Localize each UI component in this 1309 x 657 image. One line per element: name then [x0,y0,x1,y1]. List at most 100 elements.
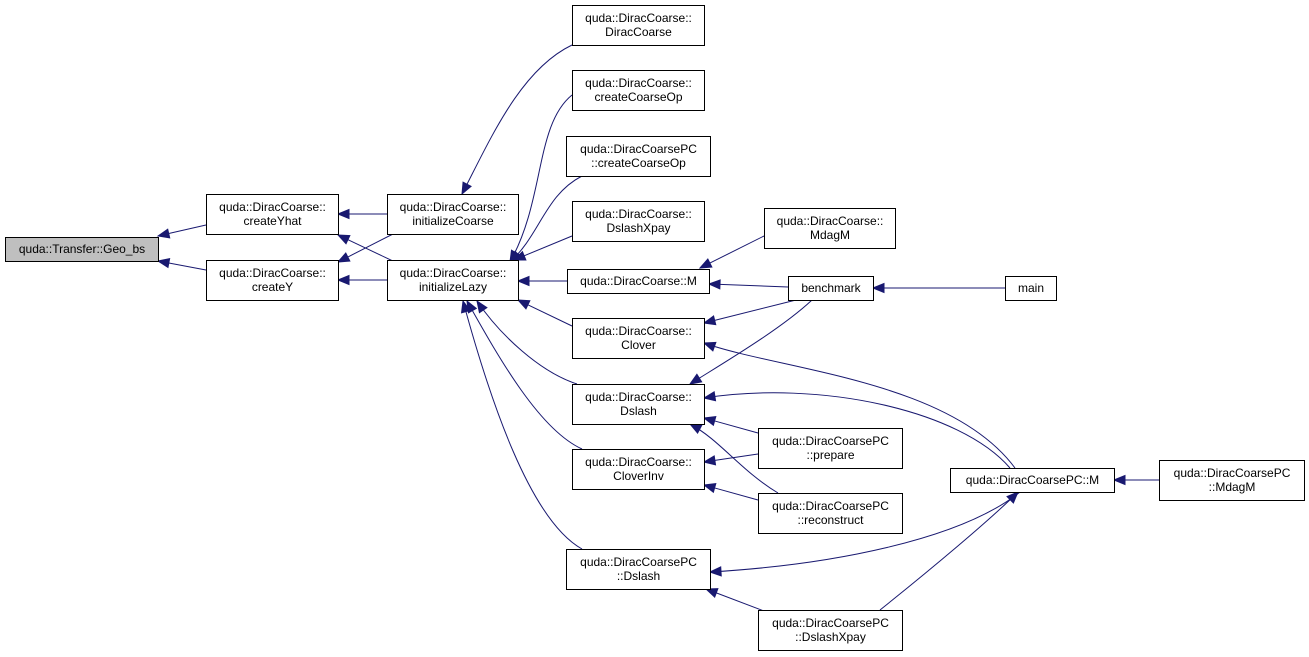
edge-initializeCoarse-to-createY [336,232,396,263]
edge-arrowhead [336,252,351,263]
edge-arrowhead [688,373,703,385]
node-label: quda::DiracCoarsePC [580,555,697,569]
node-dcpc_createCoarseOp[interactable]: quda::DiracCoarsePC::createCoarseOp [566,136,711,177]
node-dcpc_prepare[interactable]: quda::DiracCoarsePC::prepare [758,428,903,469]
edge-arrowhead [698,258,713,269]
node-box [572,449,705,490]
node-label: main [1018,281,1044,295]
edge-dc_MdagM-to-dc_M [698,235,765,269]
edge-line [689,299,813,385]
edge-dc_ctor-to-initializeCoarse [461,44,573,196]
edge-line [347,239,396,263]
edge-dc_CloverInv-to-initializeLazy [466,299,583,450]
edge-dc_M-to-initializeLazy [516,275,567,287]
node-box [206,260,339,301]
nodes-layer: quda::Transfer::Geo_bsquda::DiracCoarse:… [5,5,1305,651]
node-main[interactable]: main [1005,276,1057,301]
node-box [387,194,519,235]
edge-arrowhead [702,341,717,352]
edge-line [168,224,207,235]
edge-arrowhead [708,566,722,577]
node-label: ::MdagM [1209,480,1256,494]
node-label: Clover [621,338,656,352]
node-box [950,468,1115,493]
edge-line [703,342,1016,469]
edge-line [714,487,759,501]
node-box [567,269,710,294]
edge-line [527,304,573,327]
node-box [566,549,711,590]
edge-line [703,392,1011,469]
node-dc_Dslash[interactable]: quda::DiracCoarse::Dslash [572,384,705,425]
node-benchmark[interactable]: benchmark [788,276,874,301]
node-label: DiracCoarse [605,25,672,39]
edge-dc_Dslash-to-initializeLazy [476,299,578,385]
edge-dcpc_M-to-dc_Clover [702,341,1016,469]
edge-dcpc_reconstruct-to-dc_CloverInv [702,483,759,501]
node-label: quda::Transfer::Geo_bs [19,242,145,256]
node-label: initializeCoarse [412,214,494,228]
node-label: quda::DiracCoarse:: [585,390,692,404]
node-dcpc_DslashXpay[interactable]: quda::DiracCoarsePC::DslashXpay [758,610,903,651]
edge-arrowhead [707,279,721,290]
edge-initializeLazy-to-createYhat [336,234,396,263]
edge-dc_createCoarseOp-to-initializeLazy [509,94,573,264]
node-dc_DslashXpay[interactable]: quda::DiracCoarse::DslashXpay [572,201,705,242]
node-label: quda::DiracCoarse:: [400,266,507,280]
edge-line [476,300,578,385]
node-geo_bs[interactable]: quda::Transfer::Geo_bs [5,237,159,262]
node-label: DslashXpay [606,221,670,235]
node-label: quda::DiracCoarsePC [772,499,889,513]
node-label: MdagM [810,228,850,242]
node-label: ::DslashXpay [795,630,866,644]
node-dcpc_reconstruct[interactable]: quda::DiracCoarsePC::reconstruct [758,493,903,534]
node-label: quda::DiracCoarse:: [585,11,692,25]
node-box [1159,460,1305,501]
edge-dc_DslashXpay-to-initializeLazy [512,235,573,261]
edge-benchmark-to-dc_Dslash [688,299,813,385]
node-dcpc_M[interactable]: quda::DiracCoarsePC::M [950,468,1115,493]
edge-initializeLazy-to-createY [336,274,387,286]
edge-arrowhead [512,250,527,261]
node-label: benchmark [801,281,861,295]
edge-arrowhead [702,416,717,427]
node-dc_createCoarseOp[interactable]: quda::DiracCoarse::createCoarseOp [572,70,705,111]
node-box [788,276,874,301]
node-dc_M[interactable]: quda::DiracCoarse::M [567,269,710,294]
node-label: quda::DiracCoarse:: [777,214,884,228]
edge-line [523,235,573,257]
edge-benchmark-to-dc_Clover [702,299,797,326]
edge-arrowhead [688,423,703,435]
node-createYhat[interactable]: quda::DiracCoarse::createYhat [206,194,339,235]
node-box [572,384,705,425]
edge-arrowhead [461,181,472,196]
node-label: quda::DiracCoarsePC [580,142,697,156]
node-dcpc_Dslash[interactable]: quda::DiracCoarsePC::Dslash [566,549,711,590]
edge-dcpc_MdagM-to-dcpc_M [1112,474,1159,486]
node-label: quda::DiracCoarse:: [585,207,692,221]
edge-arrowhead [704,588,719,598]
node-initializeLazy[interactable]: quda::DiracCoarse::initializeLazy [387,260,519,301]
edge-arrowhead [476,299,488,314]
node-dc_ctor[interactable]: quda::DiracCoarse::DiracCoarse [572,5,705,46]
node-box [758,428,903,469]
node-label: CloverInv [613,469,664,483]
node-dc_Clover[interactable]: quda::DiracCoarse::Clover [572,318,705,359]
node-dc_MdagM[interactable]: quda::DiracCoarse::MdagM [764,208,896,249]
node-initializeCoarse[interactable]: quda::DiracCoarse::initializeCoarse [387,194,519,235]
node-label: ::Dslash [617,569,660,583]
edge-dcpc_M-to-dc_Dslash [702,391,1011,469]
node-label: quda::DiracCoarse:: [585,455,692,469]
edge-arrowhead [336,208,350,220]
edge-arrowhead [156,228,171,239]
node-createY[interactable]: quda::DiracCoarse::createY [206,260,339,301]
edge-arrowhead [156,257,171,269]
edge-dc_Clover-to-initializeLazy [516,299,573,327]
edge-arrowhead [516,299,531,310]
node-dcpc_MdagM[interactable]: quda::DiracCoarsePC::MdagM [1159,460,1305,501]
node-label: createY [252,280,293,294]
node-label: quda::DiracCoarse:: [400,200,507,214]
node-dc_CloverInv[interactable]: quda::DiracCoarse::CloverInv [572,449,705,490]
edge-initializeCoarse-to-createYhat [336,208,387,220]
